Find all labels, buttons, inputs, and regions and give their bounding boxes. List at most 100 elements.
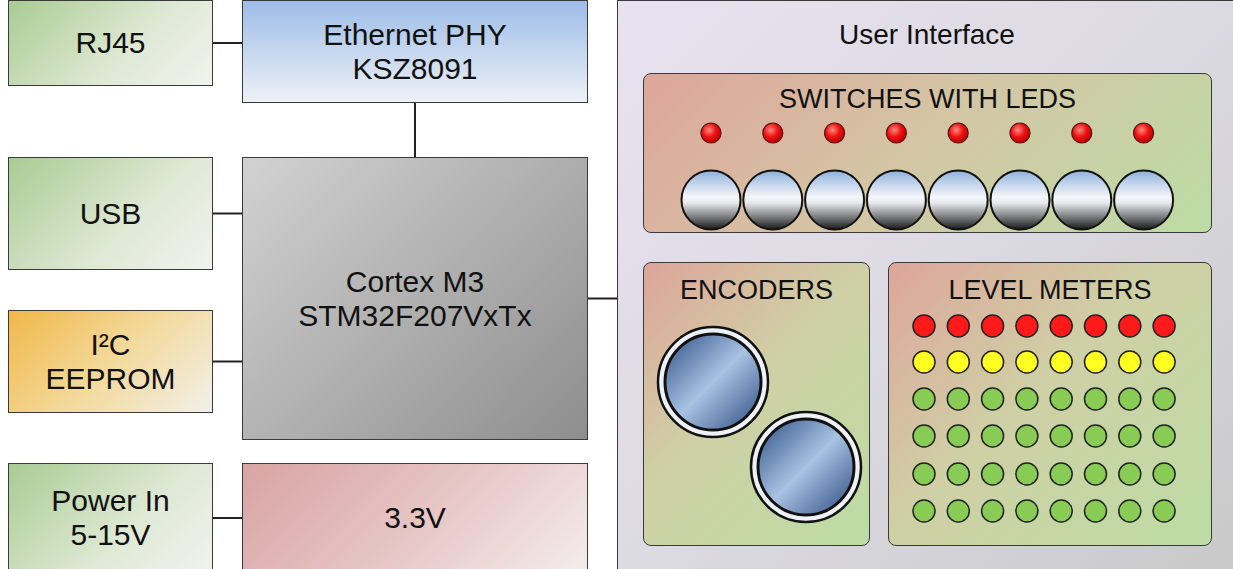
connector-line [213, 361, 242, 363]
meter-led [913, 315, 935, 337]
connector-line [588, 298, 617, 300]
meter-led [1119, 463, 1141, 485]
connector-line [213, 213, 242, 215]
meter-led [947, 425, 969, 447]
meter-led [1085, 315, 1107, 337]
meter-led [947, 351, 969, 373]
meter-led [1016, 315, 1038, 337]
panel-heading: User Interface [839, 19, 1015, 50]
meter-led [913, 351, 935, 373]
meter-led [1085, 351, 1107, 373]
ui-panel: User InterfaceSWITCHES WITH LEDS ENCODERS… [617, 0, 1233, 569]
meter-led [1119, 425, 1141, 447]
eeprom-box: I²C EEPROM [8, 310, 213, 413]
meter-led [982, 425, 1004, 447]
meter-led [1085, 388, 1107, 410]
meter-panel: LEVEL METERS [888, 262, 1212, 546]
meter-led [947, 315, 969, 337]
meter-led [913, 388, 935, 410]
push-button [1114, 171, 1173, 230]
switch-row [682, 171, 1174, 230]
meter-led [1050, 463, 1072, 485]
led [886, 123, 906, 143]
panel-heading: SWITCHES WITH LEDS [779, 84, 1076, 114]
meter-led [1119, 351, 1141, 373]
led [763, 123, 783, 143]
meter-led [1085, 425, 1107, 447]
meter-led [1119, 315, 1141, 337]
panel-heading: ENCODERS [680, 275, 833, 305]
meter-led [1016, 463, 1038, 485]
meter-led [1119, 500, 1141, 522]
push-button [682, 171, 741, 230]
led [948, 123, 968, 143]
meter-led [1085, 500, 1107, 522]
meter-led [1050, 388, 1072, 410]
meter-led [1153, 315, 1175, 337]
meter-led [982, 500, 1004, 522]
meter-led [1016, 388, 1038, 410]
meter-led [947, 463, 969, 485]
led [701, 123, 721, 143]
knob-cap [665, 334, 761, 430]
switch-panel: SWITCHES WITH LEDS [643, 73, 1212, 233]
push-button [991, 171, 1050, 230]
phy-box: Ethernet PHY KSZ8091 [242, 0, 588, 103]
mcu-box: Cortex M3 STM32F207VxTx [242, 157, 588, 440]
encoder-knob [658, 327, 768, 437]
panel-heading: LEVEL METERS [948, 275, 1151, 305]
knob-ring [751, 412, 861, 522]
led-row [701, 123, 1154, 143]
regulator-box: 3.3V [242, 463, 588, 569]
push-button [867, 171, 926, 230]
meter-led [982, 351, 1004, 373]
box-label: RJ45 [75, 26, 145, 60]
encoder-knob [751, 412, 861, 522]
meter-led [1153, 388, 1175, 410]
meter-led [982, 388, 1004, 410]
power-box: Power In 5-15V [8, 463, 213, 569]
meter-led [1050, 425, 1072, 447]
knob-ring [658, 327, 768, 437]
connector-line [213, 42, 242, 44]
led [1134, 123, 1154, 143]
meter-led [1153, 463, 1175, 485]
meter-led [1153, 351, 1175, 373]
connector-line [213, 517, 242, 519]
box-label: Power In 5-15V [36, 484, 186, 551]
level-meter-grid [913, 315, 1175, 522]
meter-led [1050, 315, 1072, 337]
box-label: I²C EEPROM [31, 328, 191, 395]
knob-cap [758, 419, 854, 515]
box-label: Ethernet PHY KSZ8091 [290, 18, 540, 85]
meter-led [982, 463, 1004, 485]
meter-led [1153, 425, 1175, 447]
box-label: Cortex M3 STM32F207VxTx [265, 265, 565, 332]
meter-led [913, 425, 935, 447]
meter-led [1050, 500, 1072, 522]
meter-led [947, 388, 969, 410]
encoder-knobs [658, 327, 861, 522]
led [825, 123, 845, 143]
meter-led [1119, 388, 1141, 410]
led [1010, 123, 1030, 143]
box-label: USB [80, 197, 142, 231]
push-button [1052, 171, 1111, 230]
encoder-panel: ENCODERS [643, 262, 870, 546]
connector-box: USB [8, 157, 213, 270]
meter-led [982, 315, 1004, 337]
led [1072, 123, 1092, 143]
meter-led [1085, 463, 1107, 485]
connector-line [414, 103, 416, 157]
meter-led [1016, 425, 1038, 447]
push-button [743, 171, 802, 230]
meter-led [947, 500, 969, 522]
meter-led [1016, 351, 1038, 373]
push-button [929, 171, 988, 230]
meter-led [1016, 500, 1038, 522]
push-button [805, 171, 864, 230]
meter-led [1153, 500, 1175, 522]
connector-box: RJ45 [8, 0, 213, 86]
meter-led [913, 463, 935, 485]
